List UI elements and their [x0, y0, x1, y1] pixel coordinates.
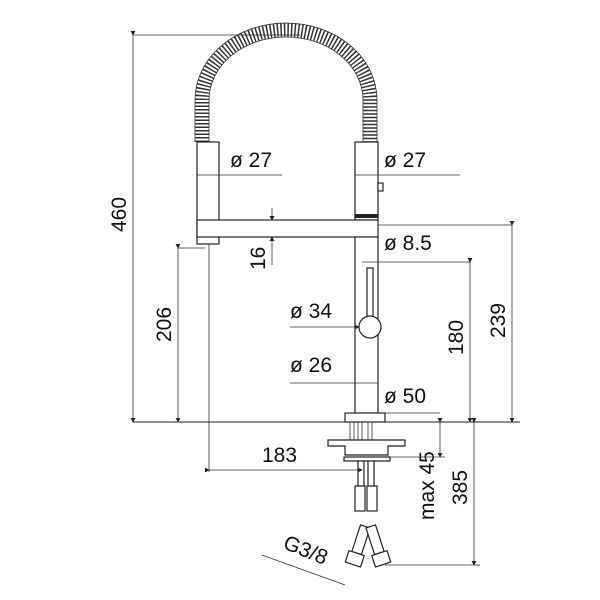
- dim-lever-diameter: ø 8.5: [384, 232, 432, 255]
- mounting-kit: [327, 421, 406, 568]
- dim-206: 206: [153, 307, 176, 342]
- dim-460: 460: [108, 197, 131, 232]
- spray-button: [377, 182, 384, 192]
- supply-hose-right: [365, 524, 392, 568]
- lever-rod: [366, 267, 374, 319]
- supply-hose-left: [344, 524, 371, 568]
- dim-239: 239: [487, 303, 510, 338]
- dim-body-diameter: ø 26: [290, 354, 332, 377]
- left-hose-sleeve: [196, 141, 220, 245]
- dim-385: 385: [449, 470, 472, 505]
- right-hose-sleeve: [354, 141, 379, 221]
- dim-handle-diameter: ø 34: [290, 300, 332, 323]
- dimension-lines: [130, 31, 515, 586]
- handle: [358, 315, 382, 339]
- flexible-hose: [195, 23, 377, 142]
- support-bar: [196, 219, 379, 238]
- dim-hose-diameter-right: ø 27: [384, 149, 426, 172]
- dim-183: 183: [262, 444, 297, 467]
- dim-16: 16: [247, 247, 270, 270]
- dim-180: 180: [445, 320, 468, 355]
- dim-hose-diameter-left: ø 27: [230, 149, 272, 172]
- dim-max-45: max 45: [416, 451, 439, 520]
- faucet-body: [194, 22, 386, 423]
- base-plate: [344, 412, 386, 423]
- dim-base-diameter: ø 50: [384, 385, 426, 408]
